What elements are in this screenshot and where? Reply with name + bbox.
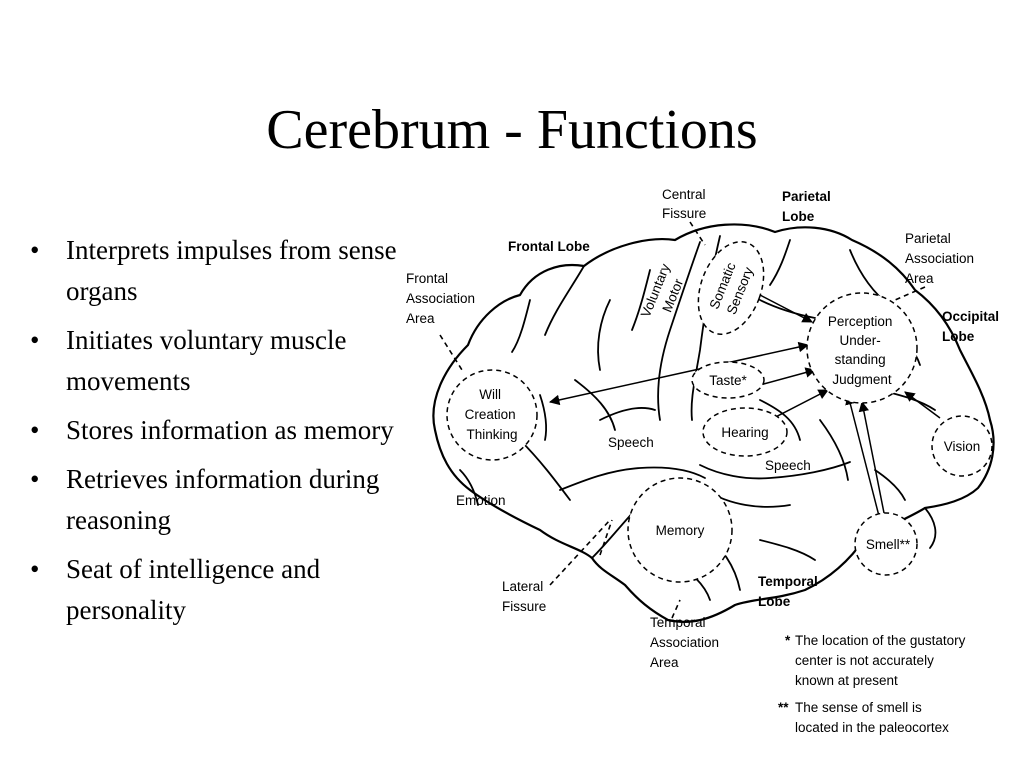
frontal-lobe-label: Frontal Lobe <box>508 239 590 254</box>
parietal-lobe-label: Parietal Lobe <box>782 189 835 224</box>
bullet-list: • Interprets impulses from sense organs •… <box>28 230 428 639</box>
bullet-text: Retrieves information during reasoning <box>66 464 380 535</box>
smell-region <box>854 512 918 576</box>
occipital-lobe-label: Occipital Lobe <box>942 309 1003 344</box>
taste-region <box>691 361 765 399</box>
slide-title: Cerebrum - Functions <box>266 99 758 161</box>
perception-label: Perception Under- standing Judgment <box>828 314 896 387</box>
function-regions <box>446 240 993 583</box>
central-fissure-label: Central Fissure <box>662 187 709 221</box>
taste-label: Taste* <box>709 373 747 388</box>
lateral-fissure-label: Lateral Fissure <box>502 579 547 614</box>
somatic-region <box>697 240 765 336</box>
bullet-item: • Retrieves information during reasoning <box>28 459 428 541</box>
bullet-item: • Seat of intelligence and personality <box>28 549 428 631</box>
bullet-icon: • <box>30 554 40 584</box>
lobe-boundary <box>924 507 937 549</box>
footnote-1: The location of the gustatory center is … <box>795 633 969 688</box>
perception-region <box>806 292 918 404</box>
bullet-icon: • <box>30 464 40 494</box>
hearing-region <box>702 407 788 457</box>
footnote-2: The sense of smell is located in the pal… <box>795 700 949 735</box>
will-region <box>446 369 538 461</box>
bullet-icon: • <box>30 235 40 265</box>
smell-label: Smell** <box>866 537 911 552</box>
bullet-item: • Interprets impulses from sense organs <box>28 230 428 312</box>
bullet-icon: • <box>30 415 40 445</box>
vision-label: Vision <box>944 439 981 454</box>
bullet-text: Seat of intelligence and personality <box>66 554 321 625</box>
vision-region <box>931 415 993 477</box>
bullet-text: Stores information as memory <box>66 415 394 445</box>
bullet-item: • Stores information as memory <box>28 410 428 451</box>
memory-label: Memory <box>656 523 705 538</box>
footnote-marker-1: * <box>785 633 791 648</box>
speech-temporal-label: Speech <box>765 458 811 473</box>
leader-lines <box>439 221 926 619</box>
frontal-association-label: Frontal Association Area <box>406 271 479 326</box>
will-label: Will Creation Thinking <box>465 387 520 442</box>
arrows <box>548 294 941 521</box>
hearing-label: Hearing <box>721 425 768 440</box>
temporal-association-label: Temporal Association Area <box>650 615 723 670</box>
brain-outline <box>432 223 995 623</box>
footnote-marker-2: ** <box>778 700 789 715</box>
speech-front-label: Speech <box>608 435 654 450</box>
parietal-association-label: Parietal Association Area <box>905 231 978 286</box>
temporal-lobe-label: Temporal Lobe <box>758 574 822 609</box>
bullet-text: Interprets impulses from sense organs <box>66 235 397 306</box>
emotion-label: Emotion <box>456 493 506 508</box>
bullet-item: • Initiates voluntary muscle movements <box>28 320 428 402</box>
memory-region <box>627 477 733 583</box>
bullet-icon: • <box>30 325 40 355</box>
bullet-text: Initiates voluntary muscle movements <box>66 325 347 396</box>
